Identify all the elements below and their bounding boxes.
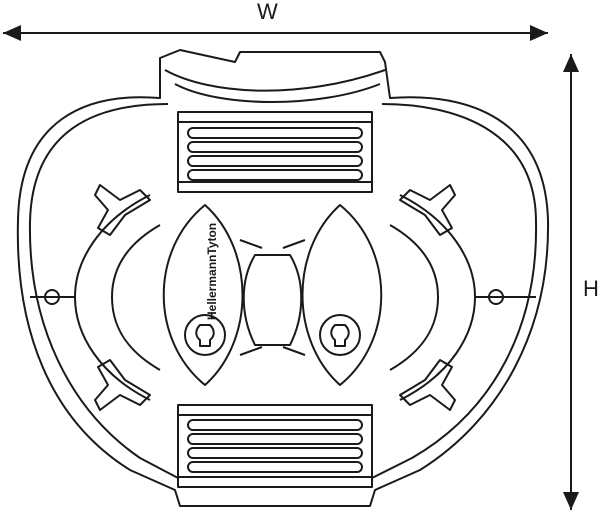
tray-outline [16,49,550,507]
bottom-splice-holder [177,404,373,488]
tray-inner-outline [28,103,538,479]
height-label: H [583,276,599,301]
top-splice-holder [177,111,373,193]
left-keyhole [184,314,226,356]
right-mount-hole [488,289,504,305]
right-keyhole [319,314,361,356]
center-opening [242,254,303,346]
brand-logo-text: HellermannTyton [205,223,219,320]
clip-top-right [399,184,456,236]
clip-bottom-right [399,359,456,411]
right-lens [301,204,383,386]
left-lens [162,204,244,386]
top-rim [164,69,386,103]
clip-bottom-left [94,359,151,411]
width-label: W [257,0,278,24]
clip-top-left [94,184,151,236]
left-mount-hole [44,289,60,305]
